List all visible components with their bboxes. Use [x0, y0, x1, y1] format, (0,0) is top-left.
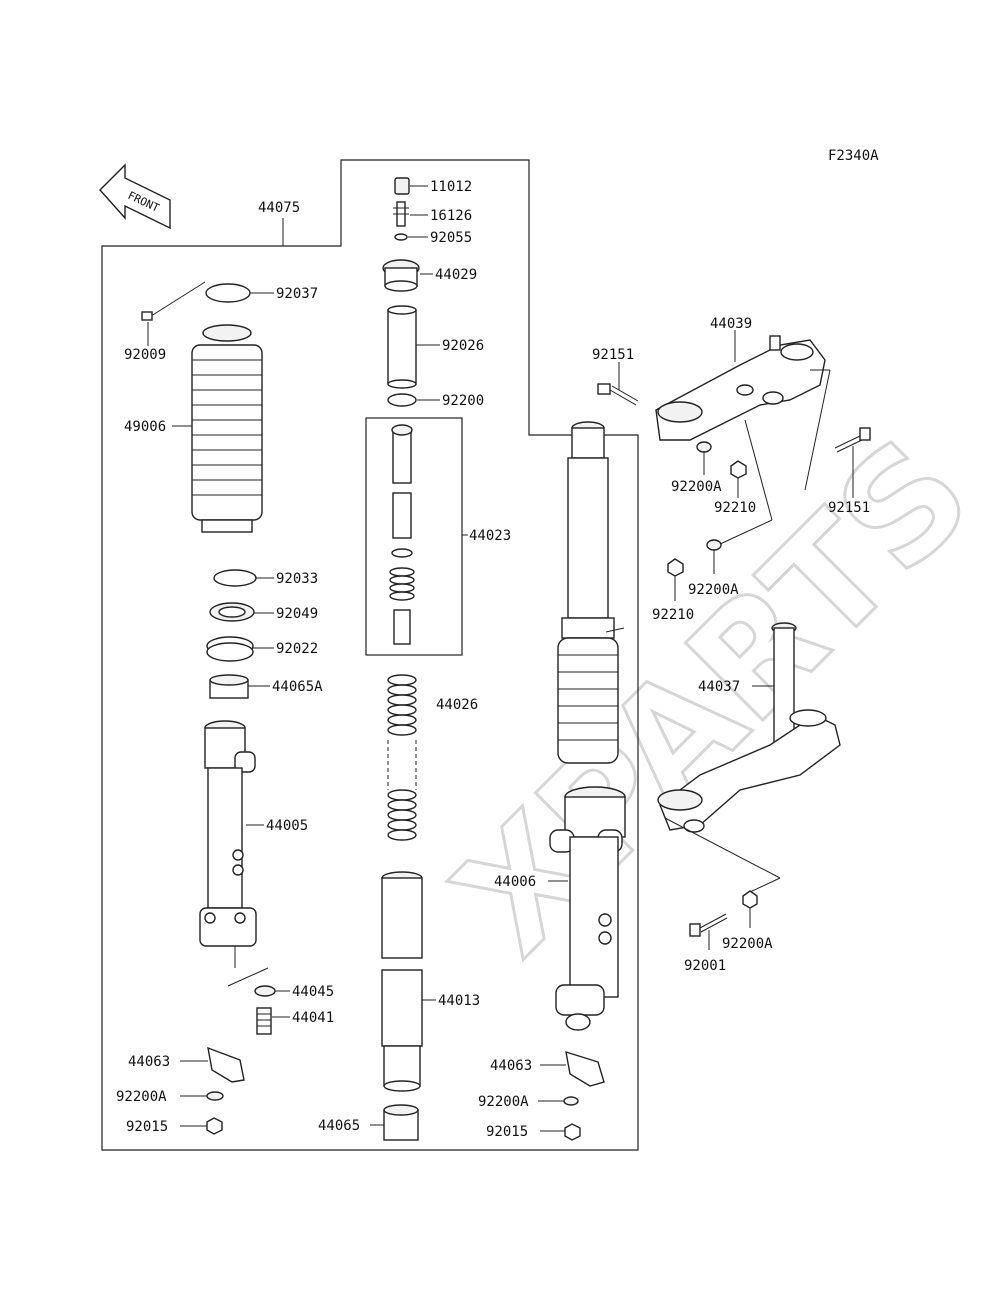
- label-44013: 44013: [438, 993, 480, 1009]
- label-92210-b: 92210: [652, 607, 694, 623]
- label-44005: 44005: [266, 818, 308, 834]
- part-92055-icon: [394, 233, 408, 241]
- part-92200A-right-icon: [563, 1096, 579, 1106]
- label-92200A-a: 92200A: [671, 479, 722, 495]
- label-92055: 92055: [430, 230, 472, 246]
- label-92037: 92037: [276, 286, 318, 302]
- part-92001-icon: [689, 913, 728, 937]
- part-92026-icon: [387, 305, 417, 389]
- part-44026-icon: [387, 674, 417, 841]
- label-44041: 44041: [292, 1010, 334, 1026]
- part-92200A-c-icon: [742, 890, 758, 909]
- label-92001: 92001: [684, 958, 726, 974]
- label-92026: 92026: [442, 338, 484, 354]
- part-92200A-b-icon: [706, 539, 722, 551]
- label-92022: 92022: [276, 641, 318, 657]
- part-44063-right-icon: [565, 1050, 605, 1087]
- label-92210-a: 92210: [714, 500, 756, 516]
- label-92009: 92009: [124, 347, 166, 363]
- label-44063-right: 44063: [490, 1058, 532, 1074]
- part-92015-left-icon: [206, 1117, 223, 1135]
- label-44029: 44029: [435, 267, 477, 283]
- part-44045-icon: [254, 985, 276, 997]
- part-44005-icon: [199, 720, 257, 968]
- part-44065-icon: [383, 1104, 419, 1141]
- part-92200A-left-icon: [206, 1091, 224, 1101]
- label-92049: 92049: [276, 606, 318, 622]
- label-92200A-c: 92200A: [722, 936, 773, 952]
- part-44013-icon: [381, 871, 423, 1092]
- part-44023-group: [365, 417, 463, 656]
- diagram-code: F2340A: [828, 148, 879, 164]
- part-92151-right-icon: [834, 427, 871, 453]
- label-11012: 11012: [430, 179, 472, 195]
- part-16126-icon: [393, 201, 409, 227]
- part-92015-right-icon: [564, 1123, 581, 1141]
- label-44045: 44045: [292, 984, 334, 1000]
- part-44063-left-icon: [207, 1046, 245, 1083]
- label-92033: 92033: [276, 571, 318, 587]
- assembly-frame: [101, 159, 639, 1151]
- front-arrow-icon: FRONT: [99, 163, 171, 230]
- label-92151-top: 92151: [592, 347, 634, 363]
- label-44039: 44039: [710, 316, 752, 332]
- label-92200A-left: 92200A: [116, 1089, 167, 1105]
- part-92049-icon: [209, 602, 255, 622]
- label-44065A: 44065A: [272, 679, 323, 695]
- part-49006-icon: [191, 324, 263, 533]
- label-44037: 44037: [698, 679, 740, 695]
- label-44023: 44023: [469, 528, 511, 544]
- label-44065: 44065: [318, 1118, 360, 1134]
- part-44006-icon: [549, 421, 626, 1031]
- label-92015-left: 92015: [126, 1119, 168, 1135]
- label-44063-left: 44063: [128, 1054, 170, 1070]
- part-44037-icon: [657, 622, 841, 833]
- part-44041-icon: [256, 1007, 272, 1035]
- part-44023-icon: [389, 424, 415, 645]
- label-92200A-b: 92200A: [688, 582, 739, 598]
- part-92037-icon: [205, 283, 251, 303]
- part-92210-b-icon: [667, 558, 684, 577]
- label-92151-right: 92151: [828, 500, 870, 516]
- part-11012-icon: [394, 177, 410, 195]
- label-92200A-right: 92200A: [478, 1094, 529, 1110]
- label-44006: 44006: [494, 874, 536, 890]
- part-44029-icon: [382, 259, 420, 292]
- part-92009-icon: [141, 281, 206, 321]
- label-44026: 44026: [436, 697, 478, 713]
- label-44075: 44075: [258, 200, 300, 216]
- part-44039-icon: [655, 335, 826, 441]
- part-92210-a-icon: [730, 460, 747, 479]
- label-92015-right: 92015: [486, 1124, 528, 1140]
- part-92151-top-icon: [597, 383, 639, 406]
- part-92022-icon: [206, 636, 254, 662]
- label-49006: 49006: [124, 419, 166, 435]
- label-16126: 16126: [430, 208, 472, 224]
- part-92033-icon: [213, 569, 257, 587]
- part-92200A-a-icon: [696, 441, 712, 453]
- part-44065A-icon: [209, 674, 249, 699]
- part-92200-icon: [387, 393, 417, 407]
- label-92200: 92200: [442, 393, 484, 409]
